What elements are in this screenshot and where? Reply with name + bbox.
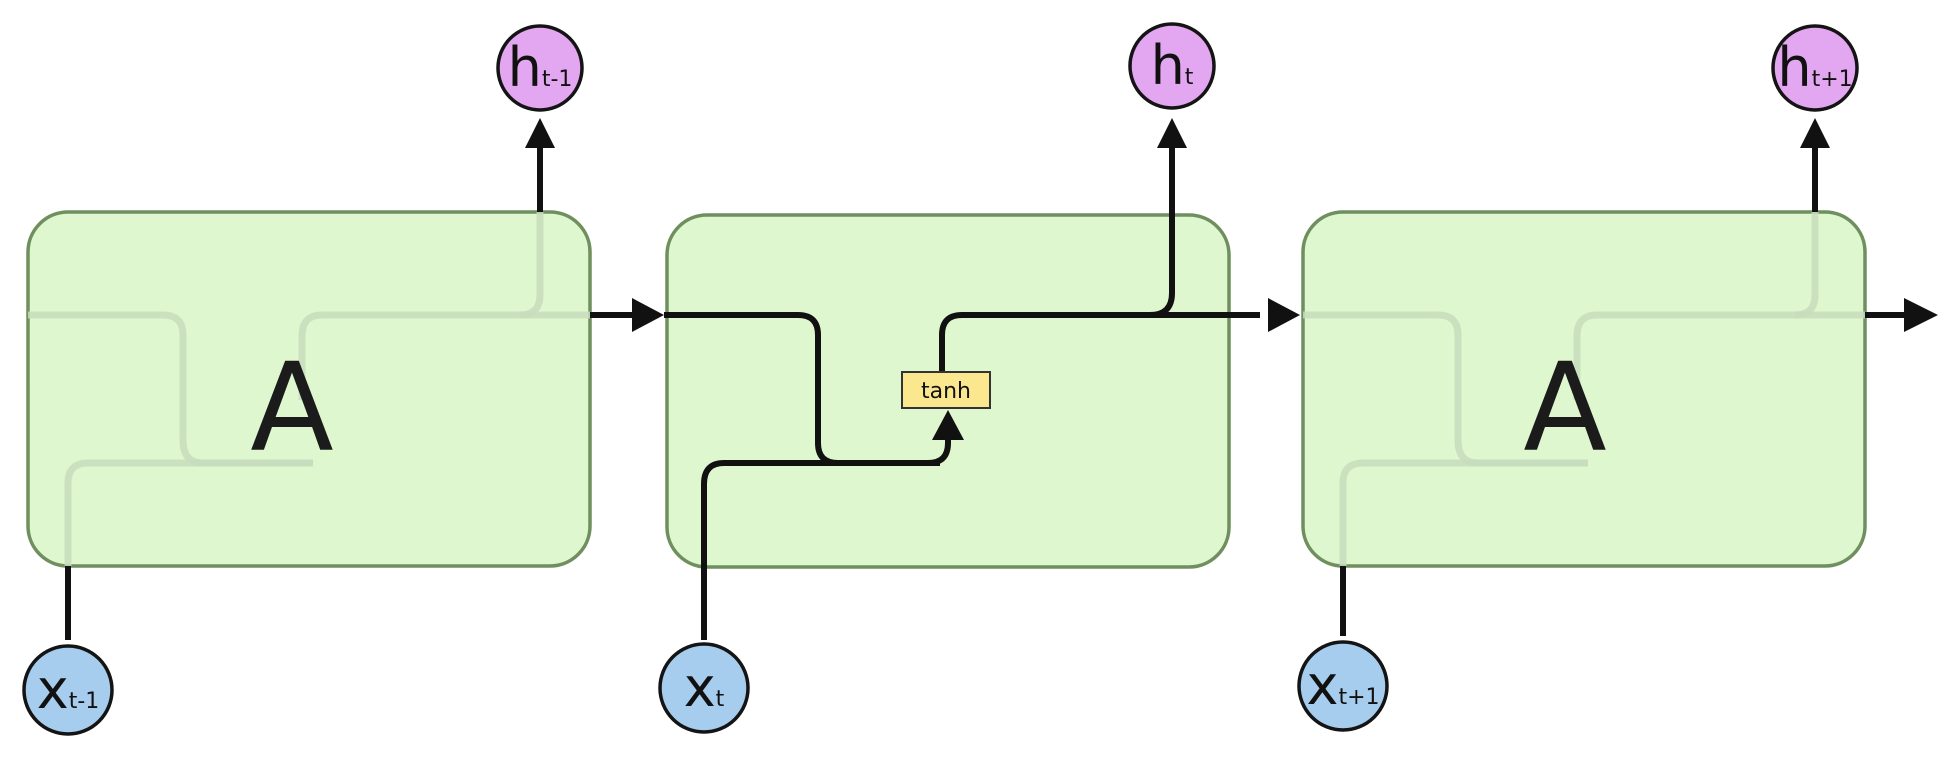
cell-left-box — [26, 210, 592, 568]
arrowhead-up — [932, 410, 964, 440]
output-node-label: ht-1 — [508, 36, 573, 99]
arrowhead-right — [1268, 298, 1300, 332]
wire-middle-output — [1149, 140, 1175, 318]
output-node-h-t-plus-1: ht+1 — [1771, 24, 1859, 112]
arrowhead-right — [632, 298, 664, 332]
output-node-h-t: ht — [1128, 22, 1216, 110]
arrowhead-up — [1157, 118, 1187, 148]
input-node-label: xt-1 — [37, 658, 100, 721]
ghost-wire — [64, 459, 313, 566]
output-node-circle — [1771, 24, 1859, 112]
arrowhead-up — [1800, 118, 1830, 148]
ghost-wire — [298, 311, 590, 400]
output-node-label: ht+1 — [1777, 36, 1852, 99]
arrowhead-right — [1904, 298, 1938, 332]
tanh-op: tanh — [901, 371, 991, 409]
input-node-circle — [658, 642, 750, 734]
cell-right: A — [1301, 210, 1867, 568]
output-node-h-t-minus-1: ht-1 — [496, 24, 584, 112]
input-node-label: xt+1 — [1306, 654, 1379, 717]
cell-left-label: A — [250, 337, 333, 479]
input-node-circle — [22, 644, 114, 736]
wire-middle-input — [701, 438, 951, 640]
cell-right-box — [1301, 210, 1867, 568]
cell-right-label: A — [1523, 337, 1606, 479]
input-node-x-t-minus-1: xt-1 — [22, 644, 114, 736]
cell-left: A — [26, 210, 592, 568]
wire-middle-tanh-out — [939, 312, 1260, 372]
tanh-label: tanh — [921, 379, 971, 404]
tanh-box — [901, 371, 991, 409]
output-node-circle — [496, 24, 584, 112]
ghost-wire — [1794, 212, 1819, 319]
input-node-circle — [1297, 640, 1389, 732]
output-node-circle — [1128, 22, 1216, 110]
input-node-x-t: xt — [658, 642, 750, 734]
cell-right-ghost-wires — [1303, 212, 1865, 566]
ghost-wire — [519, 212, 544, 319]
ghost-wire — [1339, 459, 1588, 566]
input-node-label: xt — [684, 656, 725, 719]
ghost-wire — [1573, 311, 1865, 400]
arrowhead-up — [525, 118, 555, 148]
output-node-label: ht — [1151, 34, 1194, 97]
input-node-x-t-plus-1: xt+1 — [1297, 640, 1389, 732]
cell-left-ghost-wires — [28, 212, 590, 566]
